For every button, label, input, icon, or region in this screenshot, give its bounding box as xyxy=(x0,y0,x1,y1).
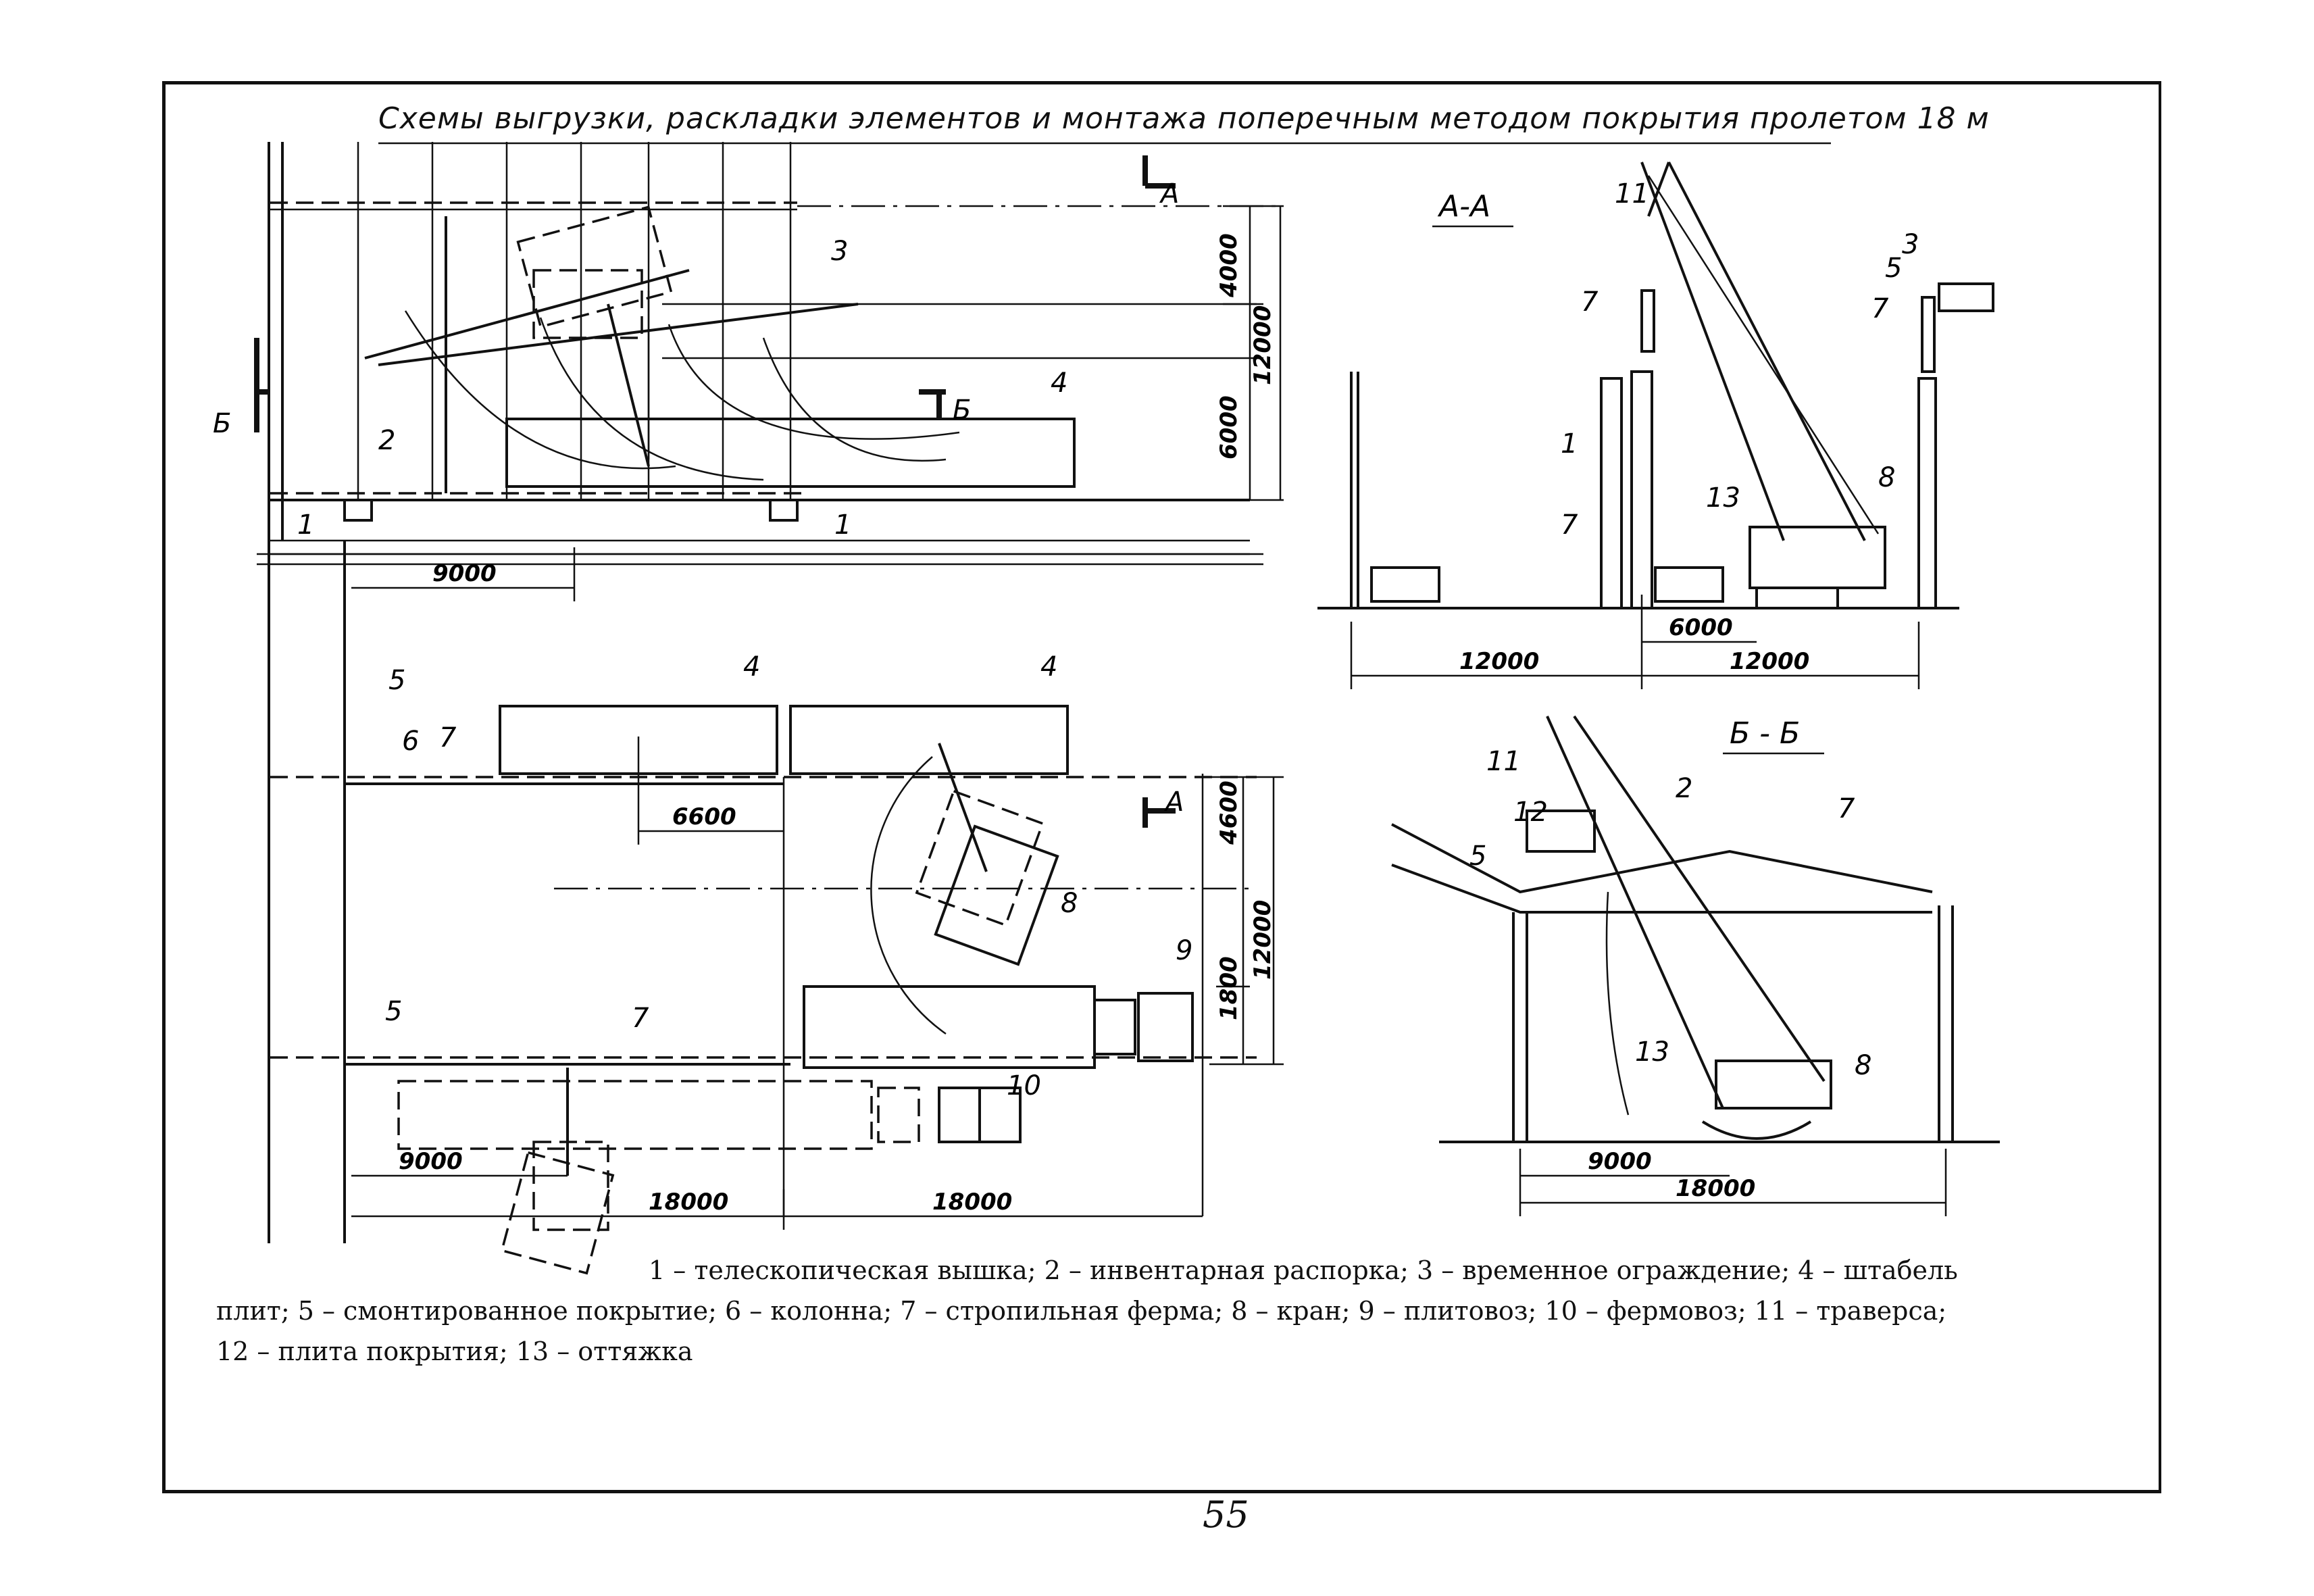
callout-8-bb: 8 xyxy=(1855,1050,1871,1081)
callout-10: 10 xyxy=(1007,1070,1041,1101)
callout-7-aa-low: 7 xyxy=(1561,509,1578,541)
section-marks: А А Б Б xyxy=(213,155,1184,828)
callout-5-aa: 5 xyxy=(1885,253,1902,284)
section-mark-a-bottom: А xyxy=(1163,787,1184,818)
dim-4600: 4600 xyxy=(1215,780,1242,845)
callout-1-right: 1 xyxy=(834,509,851,541)
plan-view xyxy=(257,142,1284,1275)
callout-7-lower: 7 xyxy=(632,1003,649,1034)
callout-12-bb: 12 xyxy=(1513,797,1548,828)
callout-5-lower: 5 xyxy=(385,996,402,1027)
dimension-labels: 4000 6000 12000 9000 6600 4600 1800 1200… xyxy=(399,233,1809,1216)
dim-6000: 6000 xyxy=(1215,395,1242,459)
callout-4-mid: 4 xyxy=(743,651,760,682)
dim-6000-aa: 6000 xyxy=(1669,614,1733,641)
page-number: 55 xyxy=(1203,1493,1249,1536)
callout-7: 7 xyxy=(439,722,457,753)
callout-1-aa: 1 xyxy=(1561,428,1578,459)
callout-5: 5 xyxy=(388,665,405,696)
dim-18000-bb: 18000 xyxy=(1676,1175,1755,1202)
legend-line-2: плит; 5 – смонтированное покрытие; 6 – к… xyxy=(216,1296,1947,1326)
legend-line-3: 12 – плита покрытия; 13 – оттяжка xyxy=(216,1337,693,1366)
drawing-frame xyxy=(162,81,2161,1493)
callout-13-bb: 13 xyxy=(1635,1037,1669,1068)
dim-9000-bb: 9000 xyxy=(1588,1148,1652,1175)
dim-12000-aa-left: 12000 xyxy=(1459,648,1539,675)
section-bb xyxy=(1391,715,2000,1216)
section-mark-b-left: Б xyxy=(213,408,231,439)
dim-1800: 1800 xyxy=(1215,956,1242,1020)
callout-4: 4 xyxy=(1051,368,1067,399)
callout-3: 3 xyxy=(831,236,848,267)
callout-7-aa-right: 7 xyxy=(1871,293,1889,324)
section-mark-a-top: А xyxy=(1159,178,1179,209)
dim-9000-top: 9000 xyxy=(432,560,497,587)
section-aa-label: А-А xyxy=(1437,189,1490,224)
callout-8: 8 xyxy=(1061,888,1078,919)
callout-5-bb: 5 xyxy=(1469,841,1486,872)
callout-8-aa: 8 xyxy=(1878,462,1895,493)
callout-11-aa: 11 xyxy=(1615,178,1649,209)
legend: 1 – телескопическая вышка; 2 – инвентарн… xyxy=(216,1250,2135,1372)
callout-11-bb: 11 xyxy=(1486,746,1521,777)
dim-18000-right: 18000 xyxy=(932,1189,1012,1216)
dim-6600: 6600 xyxy=(672,803,736,830)
callout-7-bb: 7 xyxy=(1838,793,1855,824)
dim-18000-left: 18000 xyxy=(649,1189,728,1216)
dim-12000-bottom: 12000 xyxy=(1249,900,1276,980)
callout-13-aa: 13 xyxy=(1706,482,1740,514)
callout-labels: 3 4 2 1 1 5 4 4 6 7 8 9 5 7 10 11 7 1 7 … xyxy=(297,178,1919,1101)
callout-4-right: 4 xyxy=(1040,651,1057,682)
callout-2-bb: 2 xyxy=(1676,773,1692,804)
section-mark-b-right: Б xyxy=(953,395,971,426)
callout-3-aa: 3 xyxy=(1902,229,1919,260)
dim-12000-aa-right: 12000 xyxy=(1730,648,1809,675)
callout-6: 6 xyxy=(402,726,419,757)
dim-9000-bottom: 9000 xyxy=(399,1148,463,1175)
legend-line-1: 1 – телескопическая вышка; 2 – инвентарн… xyxy=(649,1255,1958,1285)
callout-1-left: 1 xyxy=(297,509,314,541)
drawing-title: Схемы выгрузки, раскладки элементов и мо… xyxy=(378,101,1990,136)
dim-4000: 4000 xyxy=(1215,233,1242,298)
callout-2: 2 xyxy=(378,425,395,456)
section-bb-label: Б - Б xyxy=(1730,716,1800,751)
dim-12000-top: 12000 xyxy=(1249,305,1276,385)
callout-7-aa: 7 xyxy=(1581,286,1599,318)
section-aa xyxy=(1317,161,1994,689)
callout-9: 9 xyxy=(1176,935,1192,966)
